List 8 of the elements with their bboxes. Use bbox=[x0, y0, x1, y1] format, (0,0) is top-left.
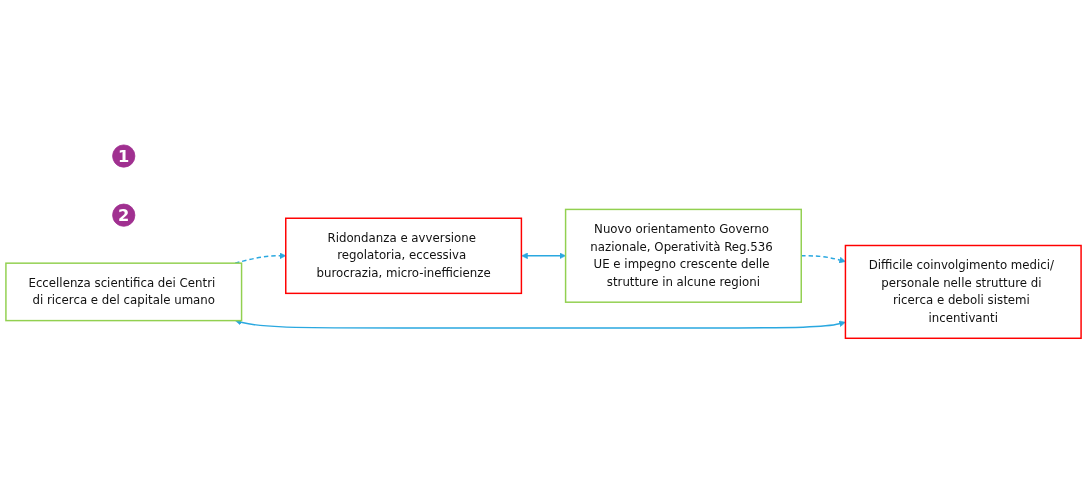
node-box: Ridondanza e avversione regolatoria, eccessiva burocrazia, micro-inefficienze bbox=[285, 217, 523, 295]
node-box: Eccellenza scientifica dei Centri di ricerca e del capitale umano bbox=[5, 262, 243, 322]
node-box: Nuovo orientamento Governo nazionale, Operatività Reg.536 UE e impegno crescente delle strutture in alcune regioni bbox=[564, 209, 802, 304]
node-circle: 1 bbox=[112, 144, 136, 168]
node-circle: 2 bbox=[112, 204, 136, 228]
arrow bbox=[521, 252, 566, 260]
arrow bbox=[235, 319, 846, 330]
node-box: Difficile coinvolgimento medici/ personale nelle strutture di ricerca e deboli sistemi incentivanti bbox=[844, 245, 1082, 340]
